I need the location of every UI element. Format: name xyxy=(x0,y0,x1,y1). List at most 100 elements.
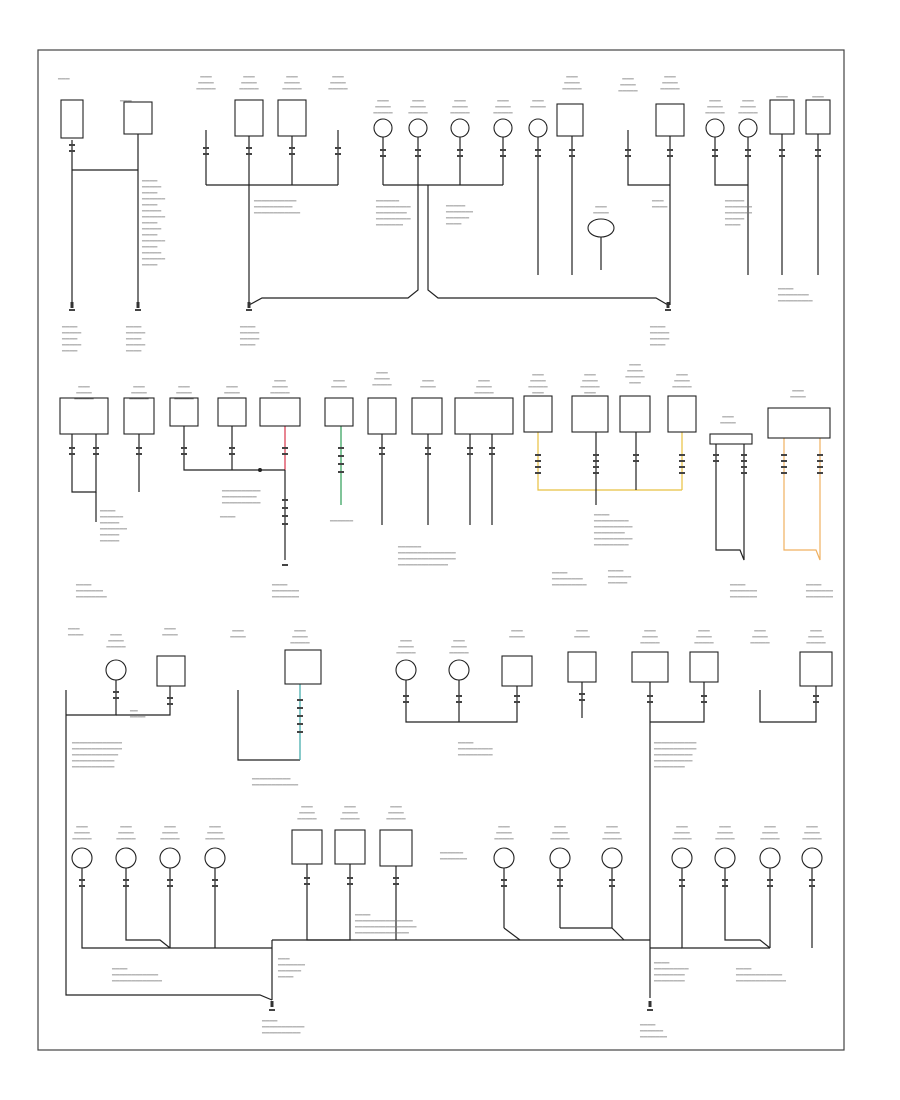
component-box xyxy=(123,101,153,135)
illegible-label: ▁▁▁▁▁▁▁▁▁▁▁▁▁▁▁▁▁▁▁▁▁▁▁▁▁▁▁▁▁▁▁▁▁ xyxy=(253,196,300,214)
illegible-label: ▁▁▁▁▁▁▁ xyxy=(229,626,246,638)
component-box xyxy=(667,395,697,433)
illegible-label: ▁▁▁▁▁▁▁▁▁▁▁▁▁▁▁▁▁▁▁▁▁▁▁▁▁▁▁▁▁▁▁▁▁▁▁▁▁▁▁▁… xyxy=(593,510,633,546)
wire xyxy=(715,444,745,561)
illegible-label: ▁▁▁▁▁▁▁▁▁▁▁▁ xyxy=(159,822,179,840)
component-box xyxy=(334,829,366,865)
component-box xyxy=(217,397,247,427)
lamp-symbol xyxy=(373,118,393,138)
illegible-label: ▁▁▁▁▁▁▁▁▁▁▁▁▁▁▁▁▁▁ xyxy=(649,322,669,346)
component-box xyxy=(769,99,795,135)
illegible-label: ▁▁▁▁▁▁▁ xyxy=(223,382,240,394)
illegible-label: ▁▁▁▁▁▁▁▁▁▁▁▁ xyxy=(372,96,392,114)
wire xyxy=(724,935,771,949)
component-box xyxy=(367,397,397,435)
illegible-label: ▁▁▁▁▁▁▁▁▁▁▁▁ xyxy=(281,72,301,90)
illegible-label: ▁▁▁▁▁▁▁▁▁▁▁▁ xyxy=(704,96,724,114)
illegible-label: ▁▁▁▁▁▁▁ xyxy=(573,626,590,638)
illegible-label: ▁▁▁▁▁▁▁▁▁▁▁▁ xyxy=(473,376,493,394)
lamp-symbol xyxy=(759,847,781,869)
component-box xyxy=(234,99,264,137)
illegible-label: ▁▁▁▁▁▁▁▁▁▁▁▁ xyxy=(385,802,405,820)
illegible-label: ▁▁▁▁▁▁▁▁▁▁▁▁ xyxy=(371,368,391,386)
illegible-label: ▁▁▁▁▁▁▁ xyxy=(529,96,546,108)
wire xyxy=(306,864,351,941)
illegible-label: ▁▁▁▁▁▁▁▁▁▁▁▁ xyxy=(714,822,734,840)
connector-pin xyxy=(648,1001,652,1007)
illegible-label: ▁▁▁ xyxy=(119,96,132,102)
diagram-border xyxy=(37,49,845,1051)
connector-pin xyxy=(270,1001,274,1007)
illegible-label: ▁▁▁▁▁▁▁ xyxy=(419,376,436,388)
wire xyxy=(627,130,670,186)
illegible-label: ▁▁▁▁▁▁▁▁▁▁▁▁▁▁▁▁▁▁▁▁▁▁▁▁▁▁▁▁▁ xyxy=(653,958,689,982)
sensor-symbol xyxy=(587,218,615,238)
connector-pin xyxy=(247,302,251,308)
wire xyxy=(183,426,232,471)
component-box xyxy=(259,397,301,427)
illegible-label: ▁▁▁▁▁▁▁▁▁▁▁▁ xyxy=(759,822,779,840)
lamp-symbol xyxy=(450,118,470,138)
illegible-label: ▁▁▁▁▁▁▁▁▁▁▁▁▁▁▁▁▁▁▁▁▁▁ xyxy=(457,738,493,756)
illegible-label: ▁▁▁▁▁▁▁▁▁▁▁▁ xyxy=(805,626,825,644)
illegible-label: ▁▁▁▁▁▁▁▁▁▁▁▁▁▁▁▁▁▁▁▁▁▁▁▁▁ xyxy=(261,1016,304,1034)
illegible-label: ▁▁▁ xyxy=(57,74,70,80)
illegible-label: ▁▁▁▁▁▁▁▁▁▁▁▁ xyxy=(173,382,193,400)
wire xyxy=(125,935,171,949)
component-box xyxy=(655,103,685,137)
illegible-label: ▁▁▁▁▁▁▁▁▁▁▁▁▁▁▁ xyxy=(607,566,631,584)
component-box xyxy=(169,397,199,427)
illegible-label: ▁▁▁▁▁▁▁▁▁▁▁▁▁▁▁▁▁▁▁▁▁▁▁▁▁▁▁▁▁▁▁▁▁▁▁▁▁▁▁▁… xyxy=(653,738,696,768)
component-box xyxy=(767,407,831,439)
illegible-label: ▁▁▁ xyxy=(811,92,824,98)
illegible-label: ▁▁▁▁▁▁▁▁▁▁▁▁ xyxy=(448,636,468,654)
illegible-label: ▁▁▁ xyxy=(775,92,788,98)
illegible-label: ▁▁▁▁▁▁▁▁▁▁▁▁▁▁▁ xyxy=(624,360,644,384)
component-box xyxy=(277,99,307,137)
illegible-label: ▁▁▁▁▁▁▁▁▁▁▁▁▁▁▁ xyxy=(527,370,547,394)
illegible-label: ▁▁▁▁▁▁▁▁▁▁▁▁▁ xyxy=(439,848,467,860)
lamp-symbol xyxy=(528,118,548,138)
illegible-label: ▁▁▁▁▁▁▁▁▁▁▁▁▁▁▁▁▁▁▁▁▁▁ xyxy=(251,774,298,786)
splice-dot xyxy=(258,468,262,472)
illegible-label: ▁▁▁▁▁▁▁▁▁▁▁▁▁▁▁▁▁▁▁▁▁▁▁▁▁▁▁▁▁ xyxy=(221,486,261,504)
illegible-label: ▁▁▁▁▁▁▁▁▁▁▁▁ xyxy=(671,370,691,388)
lamp-symbol xyxy=(801,847,823,869)
illegible-label: ▁▁▁▁▁▁▁▁▁▁▁▁▁▁▁▁▁▁▁▁▁▁▁▁▁▁▁▁▁▁▁▁▁▁▁▁▁▁▁▁… xyxy=(71,738,122,768)
wire xyxy=(503,927,521,941)
illegible-label: ▁▁▁▁▁▁▁▁▁▁▁▁▁▁▁▁▁▁▁▁▁▁▁▁▁▁▁▁▁▁▁▁▁▁▁▁▁▁▁▁… xyxy=(141,176,165,266)
illegible-label: ▁▁▁▁▁▁▁▁▁▁▁▁ xyxy=(493,822,513,840)
illegible-label: ▁▁▁▁▁▁▁▁▁▁▁▁ xyxy=(195,72,215,90)
component-box xyxy=(631,651,669,683)
illegible-label: ▁▁▁▁▁▁▁▁▁▁▁▁ xyxy=(327,72,347,90)
wire xyxy=(116,686,171,716)
wire xyxy=(427,185,669,306)
component-box xyxy=(284,649,322,685)
illegible-label: ▁▁▁▁▁▁▁▁▁▁▁▁▁▁▁▁▁▁▁▁▁▁▁▁▁▁▁▁▁▁▁▁▁▁▁▁▁▁▁ xyxy=(375,196,411,226)
wire xyxy=(714,137,748,186)
wire xyxy=(65,690,273,1001)
lamp-symbol xyxy=(204,847,226,869)
wire xyxy=(611,927,625,941)
illegible-label: ▁▁▁▁▁▁▁▁▁▁▁▁ xyxy=(115,822,135,840)
illegible-label: ▁▁▁▁▁▁▁ xyxy=(161,624,178,636)
component-box xyxy=(156,655,186,687)
illegible-label: ▁▁▁▁▁▁▁▁▁▁▁▁ xyxy=(801,822,821,840)
illegible-label: ▁▁▁▁▁▁▁▁▁▁▁▁▁▁▁▁▁▁▁ xyxy=(75,580,107,598)
illegible-label: ▁▁▁▁▁▁▁▁▁▁▁▁ xyxy=(492,96,512,114)
wire xyxy=(759,686,817,723)
wire xyxy=(71,434,97,493)
lamp-symbol xyxy=(601,847,623,869)
illegible-label: ▁▁▁▁▁▁▁▁▁▁▁▁▁▁▁▁▁▁ xyxy=(239,322,259,346)
illegible-label: ▁▁▁▁▁▁▁▁▁▁▁▁ xyxy=(339,802,359,820)
component-box xyxy=(689,651,719,683)
wire xyxy=(783,438,821,561)
illegible-label: ▁▁▁▁▁▁▁▁▁▁▁▁▁▁▁▁▁▁▁▁▁▁▁▁▁▁▁▁▁▁▁▁ xyxy=(99,506,127,542)
illegible-label: ▁▁▁▁▁▁▁▁▁▁▁▁ xyxy=(639,626,659,644)
illegible-label: ▁▁▁▁▁▁ xyxy=(329,516,353,522)
illegible-label: ▁▁▁▁▁▁▁▁▁▁▁▁ xyxy=(269,376,289,394)
illegible-label: ▁▁▁▁▁▁▁▁▁▁▁▁ xyxy=(73,382,93,400)
component-box xyxy=(59,397,109,435)
